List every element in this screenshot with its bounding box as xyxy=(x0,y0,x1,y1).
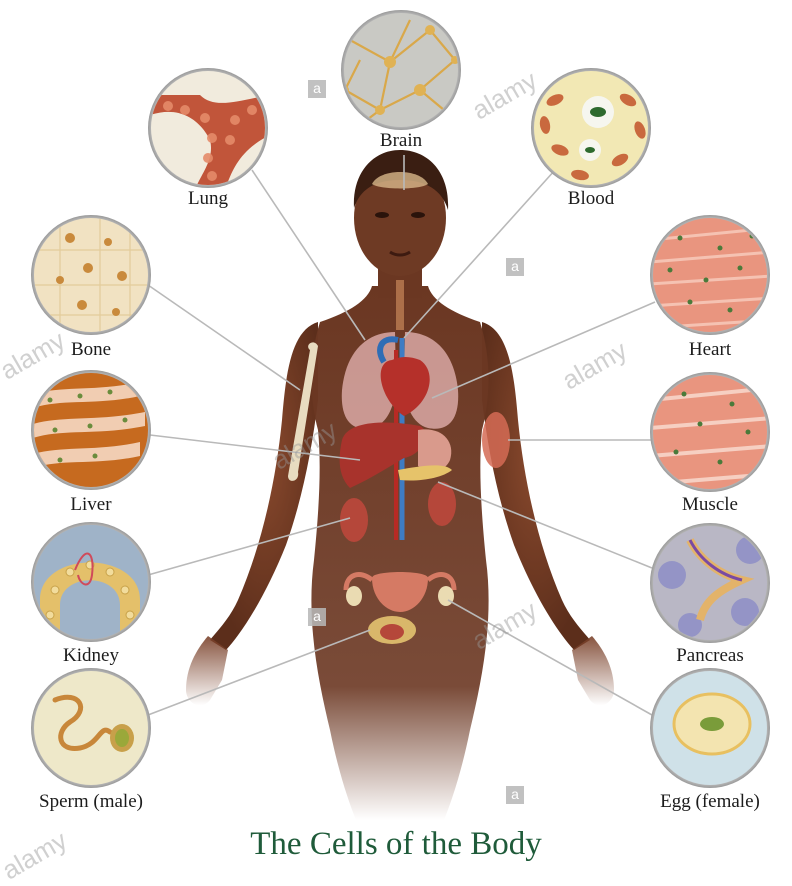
label-kidney: Kidney xyxy=(63,645,119,667)
left-ovary xyxy=(346,586,362,606)
osteocyte-cells-icon xyxy=(30,215,152,337)
skeletal-muscle-cells-icon xyxy=(650,372,772,494)
neuron-cells-icon xyxy=(340,10,462,132)
egg-cell-icon xyxy=(650,668,772,790)
label-brain: Brain xyxy=(380,130,422,152)
label-lung: Lung xyxy=(188,188,228,210)
watermark-box: a xyxy=(308,80,326,98)
pancreatic-cells-icon xyxy=(650,523,772,645)
male-organ-inset-center xyxy=(380,624,404,640)
hepatocyte-cells-icon xyxy=(30,370,152,492)
watermark-box: a xyxy=(308,608,326,626)
watermark-box: a xyxy=(506,258,524,276)
label-muscle: Muscle xyxy=(682,494,738,516)
label-bone: Bone xyxy=(71,339,111,361)
left-arm xyxy=(210,322,318,650)
sperm-cell-icon xyxy=(30,668,152,790)
leader-lung xyxy=(252,170,365,340)
blood-cells-icon xyxy=(530,68,652,190)
trachea xyxy=(396,280,404,330)
alveolar-cells-icon xyxy=(148,68,270,190)
leader-bone xyxy=(148,285,300,390)
diagram-title: The Cells of the Body xyxy=(0,826,792,863)
watermark-box: a xyxy=(506,786,524,804)
cardiac-muscle-cells-icon xyxy=(650,215,772,337)
right-kidney xyxy=(428,482,456,526)
right-hand xyxy=(572,636,614,705)
label-liver: Liver xyxy=(70,494,111,516)
label-blood: Blood xyxy=(568,188,614,210)
left-hand xyxy=(186,636,228,705)
arm-muscle-patch xyxy=(482,412,510,468)
label-sperm: Sperm (male) xyxy=(39,791,143,813)
label-pancreas: Pancreas xyxy=(676,645,744,667)
label-heart: Heart xyxy=(689,339,731,361)
nephron-cells-icon xyxy=(30,522,152,645)
female-body-figure xyxy=(186,150,614,820)
label-egg: Egg (female) xyxy=(660,791,760,813)
right-ovary xyxy=(438,586,454,606)
